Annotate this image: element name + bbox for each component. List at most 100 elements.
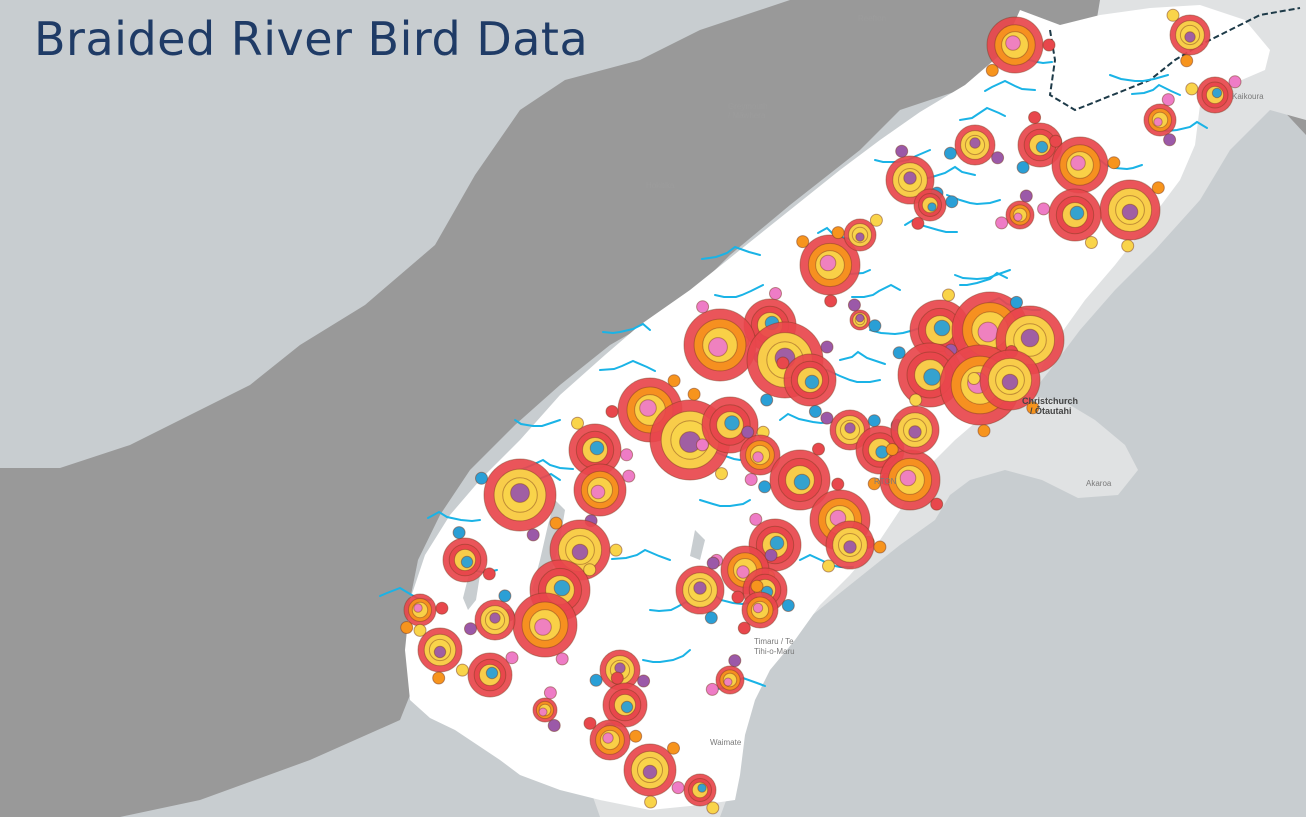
- bird-sighting-marker-icon[interactable]: [553, 579, 571, 597]
- bird-sighting-marker-icon[interactable]: [667, 374, 681, 388]
- bird-sighting-marker-icon[interactable]: [715, 467, 728, 481]
- bird-sighting-marker-icon[interactable]: [555, 652, 569, 666]
- bird-sighting-marker-icon[interactable]: [927, 202, 937, 212]
- bird-sighting-marker-icon[interactable]: [985, 63, 999, 77]
- bird-sighting-marker-icon[interactable]: [489, 612, 501, 624]
- bird-sighting-marker-icon[interactable]: [708, 337, 728, 357]
- bird-sighting-marker-icon[interactable]: [526, 528, 540, 542]
- bird-sighting-marker-icon[interactable]: [455, 663, 469, 677]
- bird-sighting-marker-icon[interactable]: [1035, 140, 1049, 154]
- bird-sighting-marker-icon[interactable]: [736, 565, 750, 579]
- bird-sighting-marker-icon[interactable]: [943, 146, 957, 160]
- bird-sighting-marker-icon[interactable]: [942, 288, 955, 302]
- bird-sighting-marker-icon[interactable]: [844, 422, 856, 434]
- bird-sighting-marker-icon[interactable]: [706, 801, 720, 815]
- bird-sighting-marker-icon[interactable]: [498, 589, 512, 603]
- bird-sighting-marker-icon[interactable]: [671, 781, 685, 795]
- bird-sighting-marker-icon[interactable]: [697, 783, 707, 793]
- bird-sighting-marker-icon[interactable]: [867, 414, 881, 428]
- bird-sighting-marker-icon[interactable]: [967, 372, 981, 385]
- bird-sighting-marker-icon[interactable]: [1121, 239, 1135, 253]
- bird-sighting-marker-icon[interactable]: [642, 764, 658, 780]
- bird-sighting-marker-icon[interactable]: [534, 618, 552, 636]
- bird-sighting-marker-icon[interactable]: [1026, 401, 1040, 415]
- bird-sighting-marker-icon[interactable]: [605, 405, 619, 418]
- bird-sighting-marker-icon[interactable]: [435, 601, 449, 615]
- bird-sighting-marker-icon[interactable]: [909, 393, 923, 407]
- bird-sighting-marker-icon[interactable]: [590, 484, 606, 500]
- bird-sighting-marker-icon[interactable]: [724, 415, 740, 431]
- bird-sighting-marker-icon[interactable]: [808, 405, 822, 418]
- bird-sighting-marker-icon[interactable]: [760, 393, 774, 407]
- bird-sighting-marker-icon[interactable]: [1166, 8, 1180, 22]
- bird-sighting-marker-icon[interactable]: [899, 469, 917, 487]
- bird-sighting-marker-icon[interactable]: [1005, 35, 1021, 51]
- bird-sighting-marker-icon[interactable]: [547, 719, 561, 732]
- bird-sighting-marker-icon[interactable]: [505, 651, 519, 665]
- bird-sighting-marker-icon[interactable]: [1016, 160, 1030, 174]
- bird-sighting-marker-icon[interactable]: [731, 590, 745, 604]
- bird-sighting-marker-icon[interactable]: [1001, 373, 1019, 391]
- bird-sighting-marker-icon[interactable]: [885, 443, 899, 456]
- bird-sighting-marker-icon[interactable]: [923, 368, 941, 386]
- bird-sighting-marker-icon[interactable]: [895, 144, 909, 158]
- bird-sighting-marker-icon[interactable]: [867, 477, 881, 491]
- bird-sighting-marker-icon[interactable]: [1161, 93, 1175, 107]
- bird-sighting-marker-icon[interactable]: [820, 340, 834, 354]
- bird-sighting-marker-icon[interactable]: [1211, 87, 1223, 99]
- bird-sighting-marker-icon[interactable]: [804, 374, 820, 390]
- bird-sighting-marker-icon[interactable]: [571, 543, 589, 561]
- bird-sighting-marker-icon[interactable]: [609, 543, 623, 557]
- bird-sighting-marker-icon[interactable]: [464, 622, 477, 636]
- bird-sighting-marker-icon[interactable]: [1069, 205, 1085, 221]
- bird-sighting-marker-icon[interactable]: [1049, 134, 1063, 148]
- bird-sighting-marker-icon[interactable]: [744, 473, 758, 486]
- bird-sighting-marker-icon[interactable]: [769, 535, 785, 551]
- bird-sighting-marker-icon[interactable]: [413, 623, 427, 637]
- bird-sighting-marker-icon[interactable]: [620, 700, 634, 714]
- bird-sighting-marker-icon[interactable]: [583, 563, 597, 577]
- bird-sighting-marker-icon[interactable]: [977, 321, 999, 343]
- bird-sighting-marker-icon[interactable]: [695, 438, 709, 452]
- bird-sighting-marker-icon[interactable]: [847, 298, 861, 312]
- bird-sighting-marker-icon[interactable]: [824, 294, 838, 308]
- bird-sighting-marker-icon[interactable]: [602, 732, 614, 744]
- bird-sighting-marker-icon[interactable]: [622, 469, 636, 483]
- bird-sighting-marker-icon[interactable]: [873, 540, 887, 554]
- bird-sighting-marker-icon[interactable]: [793, 473, 811, 491]
- bird-sighting-marker-icon[interactable]: [869, 213, 883, 227]
- bird-sighting-marker-icon[interactable]: [868, 319, 882, 333]
- bird-sighting-marker-icon[interactable]: [933, 319, 951, 337]
- bird-sighting-marker-icon[interactable]: [1163, 133, 1177, 147]
- bird-sighting-marker-icon[interactable]: [781, 599, 795, 612]
- bird-sighting-marker-icon[interactable]: [930, 497, 944, 511]
- bird-sighting-marker-icon[interactable]: [977, 424, 991, 438]
- bird-sighting-marker-icon[interactable]: [583, 716, 597, 730]
- bird-sighting-marker-icon[interactable]: [475, 471, 488, 485]
- bird-sighting-marker-icon[interactable]: [764, 548, 778, 562]
- bird-sighting-marker-icon[interactable]: [460, 555, 474, 569]
- bird-sighting-marker-icon[interactable]: [693, 581, 707, 595]
- bird-sighting-marker-icon[interactable]: [1228, 75, 1242, 89]
- bird-sighting-marker-icon[interactable]: [892, 346, 906, 360]
- bird-sighting-marker-icon[interactable]: [485, 666, 499, 680]
- bird-sighting-marker-icon[interactable]: [796, 235, 810, 249]
- bird-sighting-marker-icon[interactable]: [1184, 31, 1196, 43]
- bird-sighting-marker-icon[interactable]: [433, 645, 447, 659]
- bird-sighting-marker-icon[interactable]: [812, 442, 825, 456]
- bird-sighting-marker-icon[interactable]: [741, 425, 755, 439]
- bird-sighting-marker-icon[interactable]: [1084, 236, 1098, 249]
- bird-sighting-marker-icon[interactable]: [696, 300, 710, 314]
- bird-sighting-marker-icon[interactable]: [589, 673, 603, 687]
- bird-sighting-marker-icon[interactable]: [452, 526, 466, 540]
- bird-sighting-marker-icon[interactable]: [644, 795, 658, 809]
- bird-sighting-marker-icon[interactable]: [704, 611, 718, 625]
- bird-sighting-marker-icon[interactable]: [903, 171, 917, 185]
- bird-sighting-marker-icon[interactable]: [1028, 111, 1042, 124]
- bird-sighting-marker-icon[interactable]: [571, 416, 584, 430]
- bird-sighting-marker-icon[interactable]: [620, 448, 634, 462]
- bird-sighting-marker-icon[interactable]: [758, 480, 772, 494]
- bird-sighting-marker-icon[interactable]: [991, 151, 1005, 165]
- bird-sighting-marker-icon[interactable]: [855, 232, 865, 242]
